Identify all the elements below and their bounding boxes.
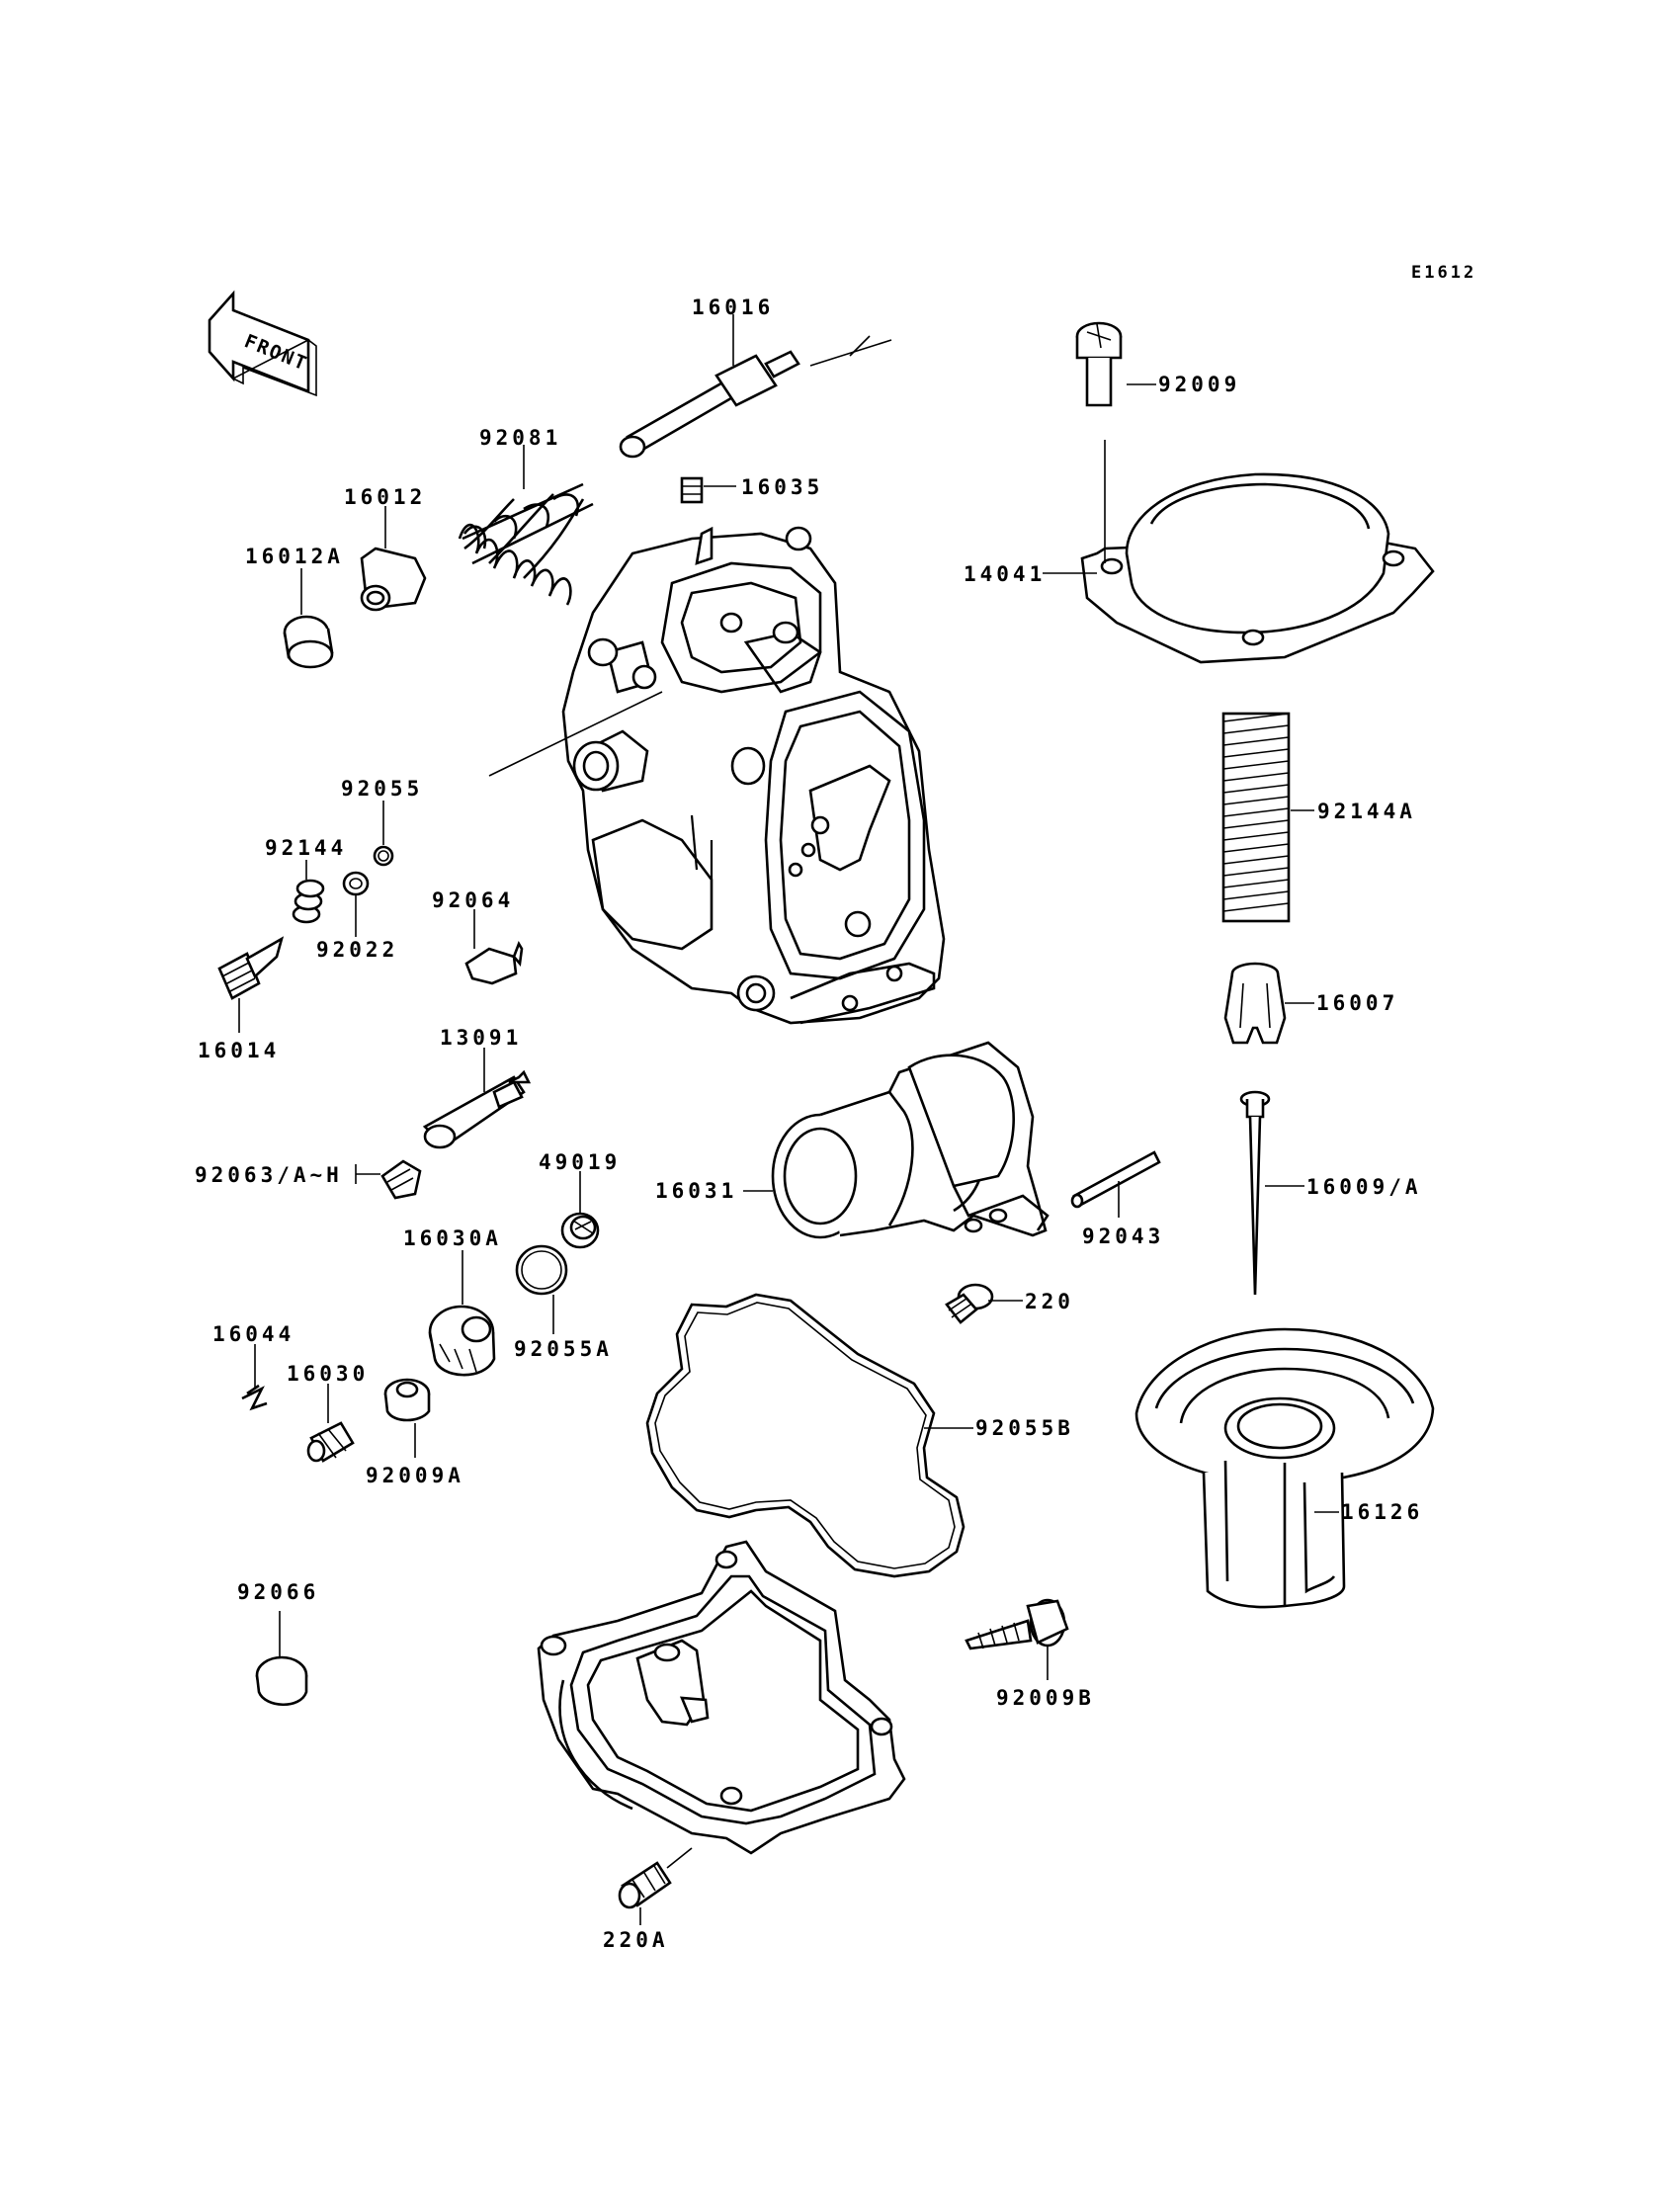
float-bowl-part (537, 1540, 906, 1855)
choke-body-part (771, 1041, 1050, 1239)
label-220A: 220A (603, 1928, 669, 1952)
screw-part (1075, 321, 1123, 407)
pin-part (1070, 1150, 1161, 1209)
label-92081: 92081 (479, 426, 561, 450)
label-16007: 16007 (1316, 991, 1398, 1015)
label-16044: 16044 (212, 1322, 294, 1346)
cap-plug-part (255, 1655, 308, 1706)
jet-pilot-part (464, 941, 524, 985)
label-92009A: 92009A (366, 1464, 464, 1487)
screw-small-part (945, 1283, 994, 1324)
label-92043: 92043 (1082, 1225, 1164, 1248)
label-16014: 16014 (198, 1039, 280, 1062)
carburetor-body (561, 526, 946, 1025)
label-16035: 16035 (741, 475, 823, 499)
label-16030A: 16030A (403, 1226, 502, 1250)
o-ring-small (373, 845, 394, 867)
label-14041: 14041 (964, 562, 1046, 586)
label-92009B: 92009B (996, 1686, 1095, 1710)
label-49019: 49019 (539, 1150, 621, 1174)
needle-jet-part (422, 1069, 532, 1149)
clip-part (241, 1384, 268, 1411)
needle-valve-part (306, 1421, 355, 1463)
label-92144A: 92144A (1317, 800, 1416, 823)
leader-line (809, 339, 892, 367)
cover-part (1080, 472, 1435, 664)
needle-holder-part (1223, 962, 1287, 1045)
diagram-code: E1612 (1411, 263, 1476, 283)
idle-screw-part (217, 936, 285, 1000)
label-16030: 16030 (287, 1362, 369, 1386)
label-13091: 13091 (440, 1026, 522, 1050)
leader-line (488, 691, 663, 777)
label-92055A: 92055A (514, 1337, 613, 1361)
front-arrow-icon: FRONT (208, 290, 317, 397)
label-16012A: 16012A (245, 545, 344, 568)
diaphragm-piston-part (1134, 1327, 1435, 1609)
label-92022: 92022 (316, 938, 398, 962)
label-16012: 16012 (344, 485, 426, 509)
label-220: 220 (1025, 1290, 1074, 1313)
label-92009: 92009 (1158, 373, 1240, 396)
washer-part (342, 871, 370, 896)
large-spring-part (1221, 712, 1291, 923)
label-92055B: 92055B (975, 1416, 1074, 1440)
drain-screw-part (383, 1378, 431, 1422)
bowl-screw-part (618, 1861, 672, 1909)
shaft-part (619, 350, 800, 459)
small-spring-part (292, 879, 325, 924)
cap-part (283, 615, 334, 669)
plug-part (360, 547, 427, 612)
label-92064: 92064 (432, 888, 514, 912)
screw-plug-part (560, 1212, 600, 1249)
jet-needle-part (1239, 1090, 1271, 1296)
label-92063: 92063/A~H (195, 1163, 343, 1187)
float-bowl-gasket (645, 1293, 966, 1578)
o-ring-medium (515, 1244, 568, 1296)
label-92066: 92066 (237, 1580, 319, 1604)
label-16126: 16126 (1341, 1500, 1423, 1524)
label-92055: 92055 (341, 777, 423, 801)
label-16031: 16031 (655, 1179, 737, 1203)
label-16009A: 16009/A (1306, 1175, 1422, 1199)
label-16016: 16016 (692, 296, 774, 319)
main-jet-part (380, 1159, 422, 1200)
jet-part (680, 476, 704, 504)
spring-part (458, 482, 594, 606)
float-valve-part (428, 1305, 496, 1377)
label-92144: 92144 (265, 836, 347, 860)
bolt-part (965, 1598, 1069, 1650)
